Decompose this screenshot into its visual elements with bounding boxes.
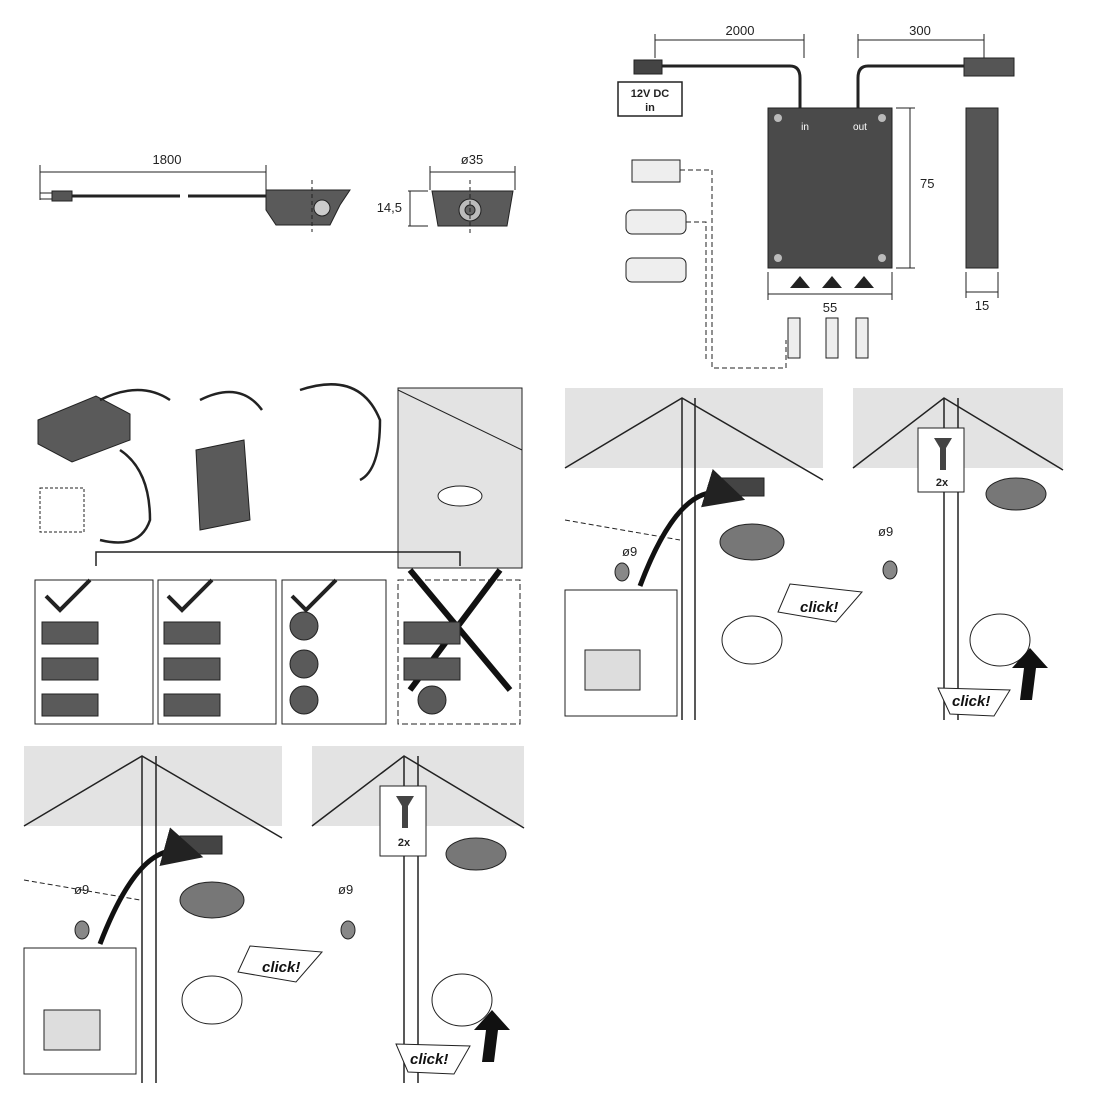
step2-click-text: click! [952,693,990,710]
step1-hole-diameter: ø9 [622,544,637,559]
step3-hole-diameter: ø9 [74,882,89,897]
port-arrow-icon [790,276,810,288]
output-plug-icon [963,57,1015,77]
step1-click-text: click! [800,599,838,616]
install-step-2: ø9 2x click! [852,388,1064,720]
option-panel-invalid [397,579,521,725]
controller-width: 55 [823,300,837,315]
port-out-label: out [853,122,867,133]
step3-click-text: click! [262,959,300,976]
input-plug-icon [633,59,663,75]
controller-body [767,107,893,269]
check-icon [290,578,338,613]
controller-height: 75 [920,176,934,191]
sensor-height: 14,5 [377,200,402,215]
controller-side-view [965,107,999,269]
install-step-4: ø9 2x click! [311,746,525,1083]
step2-hole-diameter: ø9 [878,524,893,539]
wall-socket-icon [39,487,85,533]
controller-iso-icon [195,439,251,531]
sensor-diameter: ø35 [461,152,483,167]
sensor-plug-icon [787,317,801,359]
step2-screw-count: 2x [936,477,949,489]
mounting-clip-icon [625,209,687,235]
sensor-plug-icon [855,317,869,359]
sensor-dimension-drawing: 1800 ø35 14,5 [39,152,516,235]
port-arrow-icon [854,276,874,288]
wiring-overview [34,383,523,725]
input-label-box [617,81,683,117]
port-arrow-icon [822,276,842,288]
sensor-plug-icon [825,317,839,359]
mounting-clip-icon [631,159,681,183]
step4-screw-count: 2x [398,837,411,849]
jack-plug-icon [51,190,73,202]
controller-depth: 15 [975,298,989,313]
mounting-clip-icon [625,257,687,283]
step4-hole-diameter: ø9 [338,882,353,897]
sensor-cable-length: 1800 [153,152,182,167]
input-label-line2: in [645,102,655,114]
check-icon [166,578,214,613]
step4-click-text: click! [410,1051,448,1068]
input-cable-length: 2000 [726,23,755,38]
port-in-label: in [801,122,809,133]
sensor-side-view [265,189,351,226]
output-cable-length: 300 [909,23,931,38]
input-label-line1: 12V DC [631,88,670,100]
check-icon [44,578,92,613]
sensor-mounted-icon [437,485,483,507]
screw-icon [934,438,952,470]
power-supply-icon [37,395,131,463]
install-step-1: ø9 click! [564,388,864,720]
install-step-3: ø9 click! [23,746,324,1083]
screw-icon [396,796,414,828]
controller-dimension-drawing: 2000 300 12V DC in in out 75 [617,23,1015,369]
